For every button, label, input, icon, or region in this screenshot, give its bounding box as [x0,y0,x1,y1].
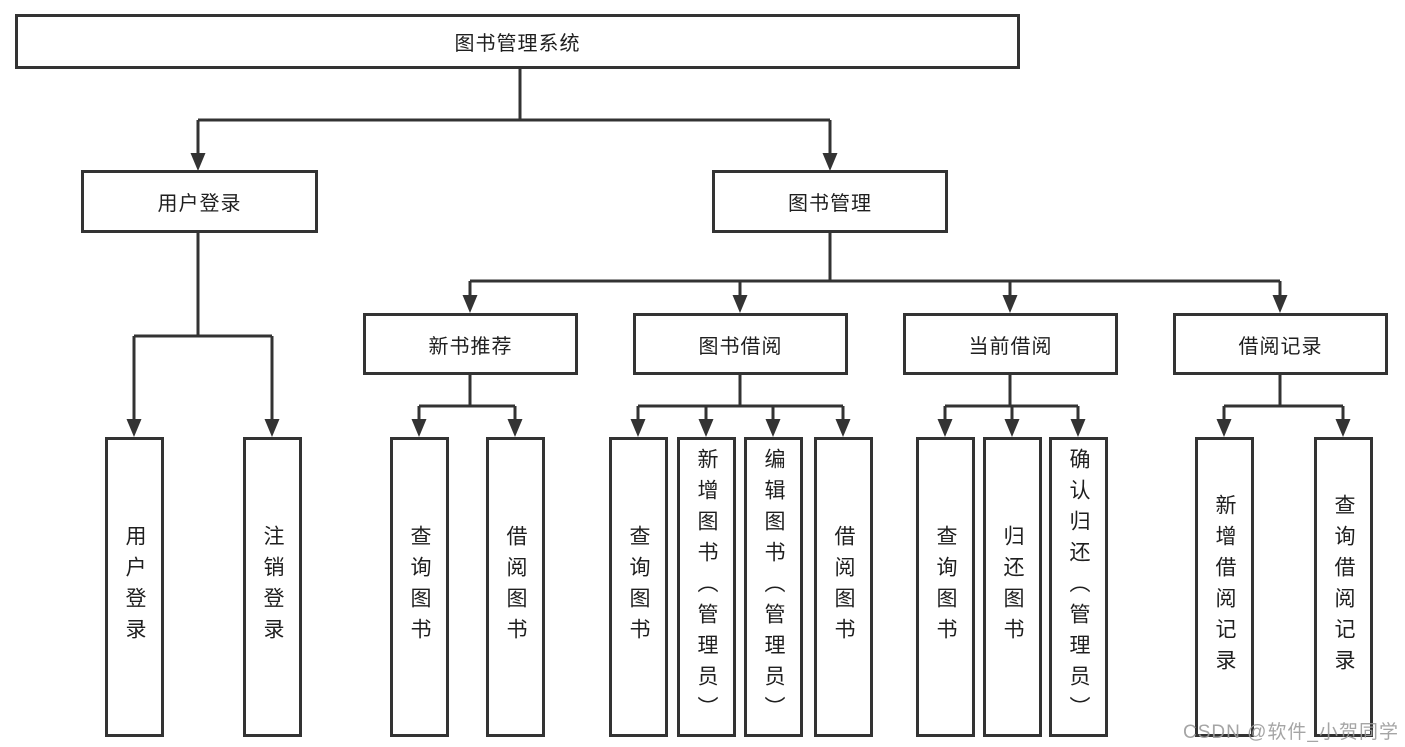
leaf-user-login-label: 用户登录 [123,525,146,649]
leaf-query-books-current: 查询图书 [916,437,975,737]
leaf-borrow-books-recommend: 借阅图书 [486,437,545,737]
node-user-login-label: 用户登录 [157,193,242,215]
node-user-login: 用户登录 [81,170,318,233]
leaf-query-books-recommend: 查询图书 [390,437,449,737]
node-borrow-records: 借阅记录 [1173,313,1388,375]
leaf-confirm-return-admin-label: 确认归还（管理员） [1067,447,1090,727]
node-new-book-recommend-label: 新书推荐 [428,335,513,358]
leaf-return-books: 归还图书 [983,437,1042,737]
node-book-borrow: 图书借阅 [633,313,848,375]
leaf-query-books-borrow: 查询图书 [609,437,668,737]
leaf-edit-books-admin-label: 编辑图书（管理员） [762,447,785,727]
leaf-borrow-books-label: 借阅图书 [832,525,855,649]
leaf-user-login: 用户登录 [105,437,164,737]
node-root-label: 图书管理系统 [454,33,581,55]
node-current-borrow-label: 当前借阅 [968,335,1053,358]
node-book-management-label: 图书管理 [788,193,872,215]
leaf-add-books-admin: 新增图书（管理员） [677,437,736,737]
node-new-book-recommend: 新书推荐 [363,313,578,375]
node-book-borrow-label: 图书借阅 [698,335,783,358]
leaf-add-borrow-record: 新增借阅记录 [1195,437,1254,737]
node-borrow-records-label: 借阅记录 [1238,335,1323,358]
leaf-query-borrow-record-label: 查询借阅记录 [1332,494,1355,680]
leaf-borrow-books-recommend-label: 借阅图书 [504,525,527,649]
leaf-add-borrow-record-label: 新增借阅记录 [1213,494,1236,680]
csdn-watermark: CSDN @软件_小贺同学 [1183,722,1399,743]
leaf-return-books-label: 归还图书 [1001,525,1024,649]
leaf-query-borrow-record: 查询借阅记录 [1314,437,1373,737]
leaf-add-books-admin-label: 新增图书（管理员） [695,447,718,727]
node-root-system: 图书管理系统 [15,14,1020,69]
leaf-edit-books-admin: 编辑图书（管理员） [744,437,803,737]
leaf-query-books-current-label: 查询图书 [934,525,957,649]
node-book-management: 图书管理 [712,170,948,233]
node-current-borrow: 当前借阅 [903,313,1118,375]
leaf-query-books-borrow-label: 查询图书 [627,525,650,649]
leaf-borrow-books: 借阅图书 [814,437,873,737]
leaf-logout: 注销登录 [243,437,302,737]
leaf-confirm-return-admin: 确认归还（管理员） [1049,437,1108,737]
leaf-logout-label: 注销登录 [261,525,284,649]
leaf-query-books-recommend-label: 查询图书 [408,525,431,649]
